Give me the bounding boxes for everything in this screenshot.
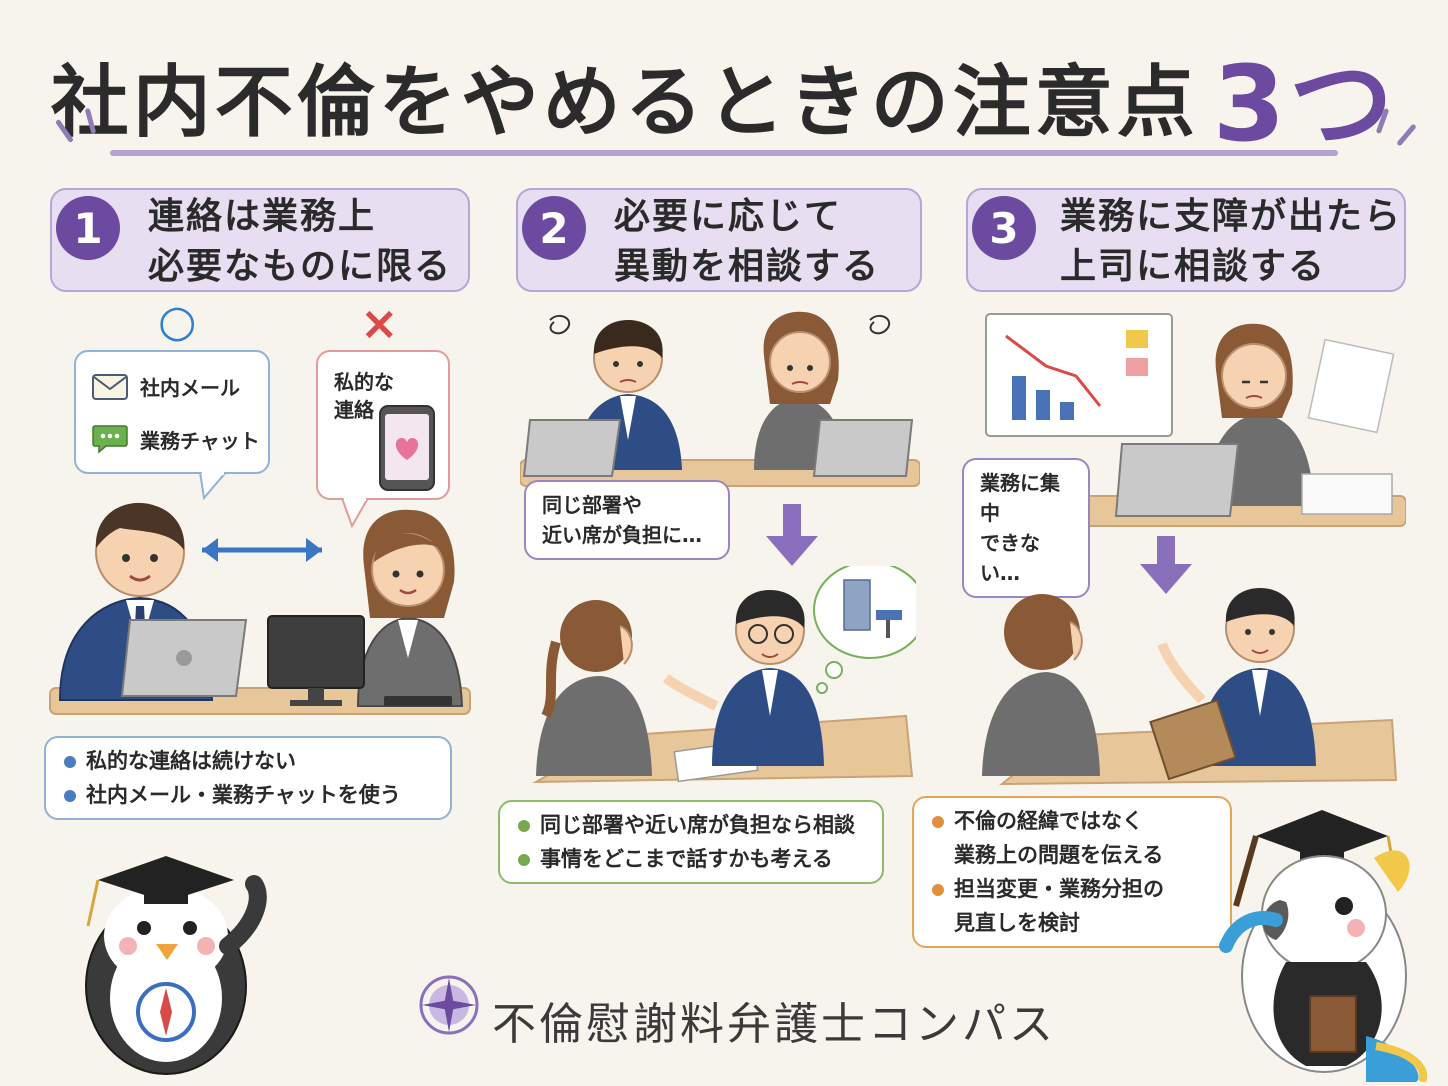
section-1-points: 私的な連絡は続けない 社内メール・業務チャットを使う bbox=[44, 736, 452, 820]
title-underline bbox=[110, 150, 1338, 156]
section-3-points: 不倫の経緯ではなく 業務上の問題を伝える 担当変更・業務分担の 見直しを検討 bbox=[912, 796, 1232, 948]
bullet-dot bbox=[932, 816, 944, 828]
parrot-mascot-icon bbox=[1219, 810, 1428, 1082]
bubble-tail bbox=[340, 498, 370, 528]
section-2-note: 同じ部署や 近い席が負担に… bbox=[524, 480, 730, 560]
arrow-down-icon bbox=[766, 504, 818, 566]
section-2-heading: 必要に応じて 異動を相談する bbox=[614, 196, 881, 287]
section-3-heading: 業務に支障が出たら 上司に相談する bbox=[1060, 196, 1403, 287]
bullet-dot bbox=[64, 790, 76, 802]
title-number: 3つ bbox=[1212, 43, 1398, 166]
section-3-note: 業務に集中 できない… bbox=[962, 458, 1090, 598]
internal-mail-label: 社内メール bbox=[140, 376, 240, 400]
section-3-number: 3 bbox=[972, 196, 1036, 260]
title-text: 社内不倫をやめるときの注意点 bbox=[50, 58, 1199, 148]
bullet-dot bbox=[518, 820, 530, 832]
office-illustration bbox=[49, 502, 471, 715]
section-3-header bbox=[966, 188, 1406, 292]
bubble-tail bbox=[198, 472, 228, 500]
good-mark: ○ bbox=[158, 296, 197, 347]
section-2-number: 2 bbox=[522, 196, 586, 260]
section-2-points: 同じ部署や近い席が負担なら相談 事情をどこまで話すかも考える bbox=[498, 800, 884, 884]
stressed-coworkers-illustration bbox=[520, 311, 920, 487]
allowed-channels-bubble: 社内メール 業務チャット bbox=[74, 350, 270, 474]
transfer-discussion-illustration bbox=[532, 566, 916, 784]
page-title: 社内不倫をやめるときの注意点 3つ bbox=[0, 40, 1448, 166]
private-contact-label: 私的な 連絡 bbox=[334, 370, 394, 422]
section-1-number: 1 bbox=[56, 196, 120, 260]
bullet-dot bbox=[932, 884, 944, 896]
chat-icon bbox=[92, 425, 128, 454]
business-chat-label: 業務チャット bbox=[140, 428, 260, 453]
section-1-heading: 連絡は業務上 必要なものに限る bbox=[148, 196, 453, 287]
arrow-down-icon bbox=[1140, 536, 1192, 594]
boss-consultation-illustration bbox=[982, 587, 1398, 786]
bullet-dot bbox=[64, 756, 76, 768]
overwhelmed-worker-illustration bbox=[985, 313, 1406, 527]
smartphone-icon bbox=[379, 405, 435, 491]
bullet-dot bbox=[518, 854, 530, 866]
mail-icon bbox=[92, 373, 128, 400]
private-contact-bubble: 私的な 連絡 bbox=[316, 350, 450, 500]
penguin-mascot-icon bbox=[85, 856, 267, 1075]
section-1-header bbox=[50, 188, 470, 292]
brand-name: 不倫慰謝料弁護士コンパス bbox=[492, 999, 1056, 1050]
brand-logo-icon bbox=[419, 975, 479, 1035]
bad-mark: × bbox=[360, 296, 399, 350]
